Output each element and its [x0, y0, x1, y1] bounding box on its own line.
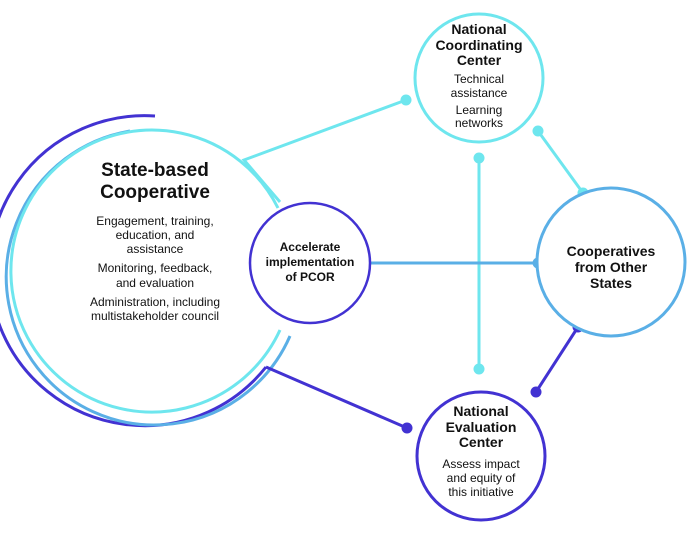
other-states-label: Cooperatives from Other States	[548, 243, 674, 291]
evaluation-item-line: Assess impact	[442, 457, 520, 471]
state-item-line: Engagement, training,	[96, 214, 214, 228]
connector-dot	[400, 94, 412, 106]
evaluation-title-line: National	[453, 403, 509, 419]
connector-others-to-evaluation	[534, 326, 580, 393]
center-line: of PCOR	[285, 270, 335, 284]
other-states-line: States	[589, 275, 633, 292]
coordinating-item-line: networks	[454, 116, 504, 131]
evaluation-center-items: Assess impact and equity of this initiat…	[426, 457, 536, 499]
state-item-line: education, and	[115, 228, 195, 243]
state-item-line: Monitoring, feedback,	[97, 261, 213, 276]
connector-dot	[473, 152, 485, 164]
state-cooperative-items: Engagement, training, education, and ass…	[70, 214, 240, 323]
state-cooperative-title-line: Cooperative	[100, 182, 210, 204]
connector-coordinating-to-others	[536, 130, 585, 194]
coordinating-title-line: National	[451, 21, 507, 37]
coordinating-center-title: National Coordinating Center	[424, 21, 534, 69]
state-arc-inner	[9, 128, 282, 414]
evaluation-item-line: this initiative	[448, 485, 514, 500]
evaluation-center-title: National Evaluation Center	[426, 403, 536, 451]
accelerate-pcor-circle	[248, 201, 372, 325]
connector-state-to-coordinating	[241, 98, 407, 203]
connector-dot	[530, 386, 542, 398]
coordinating-item-line: Learning	[455, 102, 503, 117]
coordinating-center-items: Technical assistance Learning networks	[429, 72, 529, 131]
other-states-circle	[535, 186, 687, 338]
coordinating-center-circle	[413, 12, 545, 144]
coordinating-title-line: Center	[456, 52, 502, 69]
connector-state-to-evaluation	[265, 365, 408, 430]
state-arc-outer	[0, 114, 268, 428]
state-cooperative-title: State-based Cooperative	[70, 160, 240, 205]
evaluation-center-circle	[415, 390, 547, 522]
evaluation-title-line: Evaluation	[445, 418, 517, 435]
evaluation-title-line: Center	[458, 434, 504, 451]
other-states-line: Cooperatives	[566, 243, 656, 259]
connector-dot	[401, 422, 413, 434]
center-line: Accelerate	[279, 240, 341, 254]
coordinating-title-line: Coordinating	[435, 36, 523, 53]
connector-dot	[532, 125, 544, 137]
state-item-line: and evaluation	[115, 275, 195, 290]
state-cooperative-title-line: State-based	[101, 160, 209, 181]
center-line: implementation	[265, 255, 355, 269]
coordinating-item-line: assistance	[450, 85, 508, 100]
other-states-line: from Other	[574, 259, 648, 276]
accelerate-pcor-label: Accelerate implementation of PCOR	[255, 240, 365, 285]
state-item-line: multistakeholder council	[90, 308, 220, 323]
state-item-line: Administration, including	[89, 294, 221, 309]
evaluation-item-line: and equity of	[446, 471, 516, 486]
state-item-line: assistance	[126, 242, 184, 257]
coordinating-item-line: Technical	[453, 72, 505, 86]
connector-dot	[473, 363, 485, 375]
